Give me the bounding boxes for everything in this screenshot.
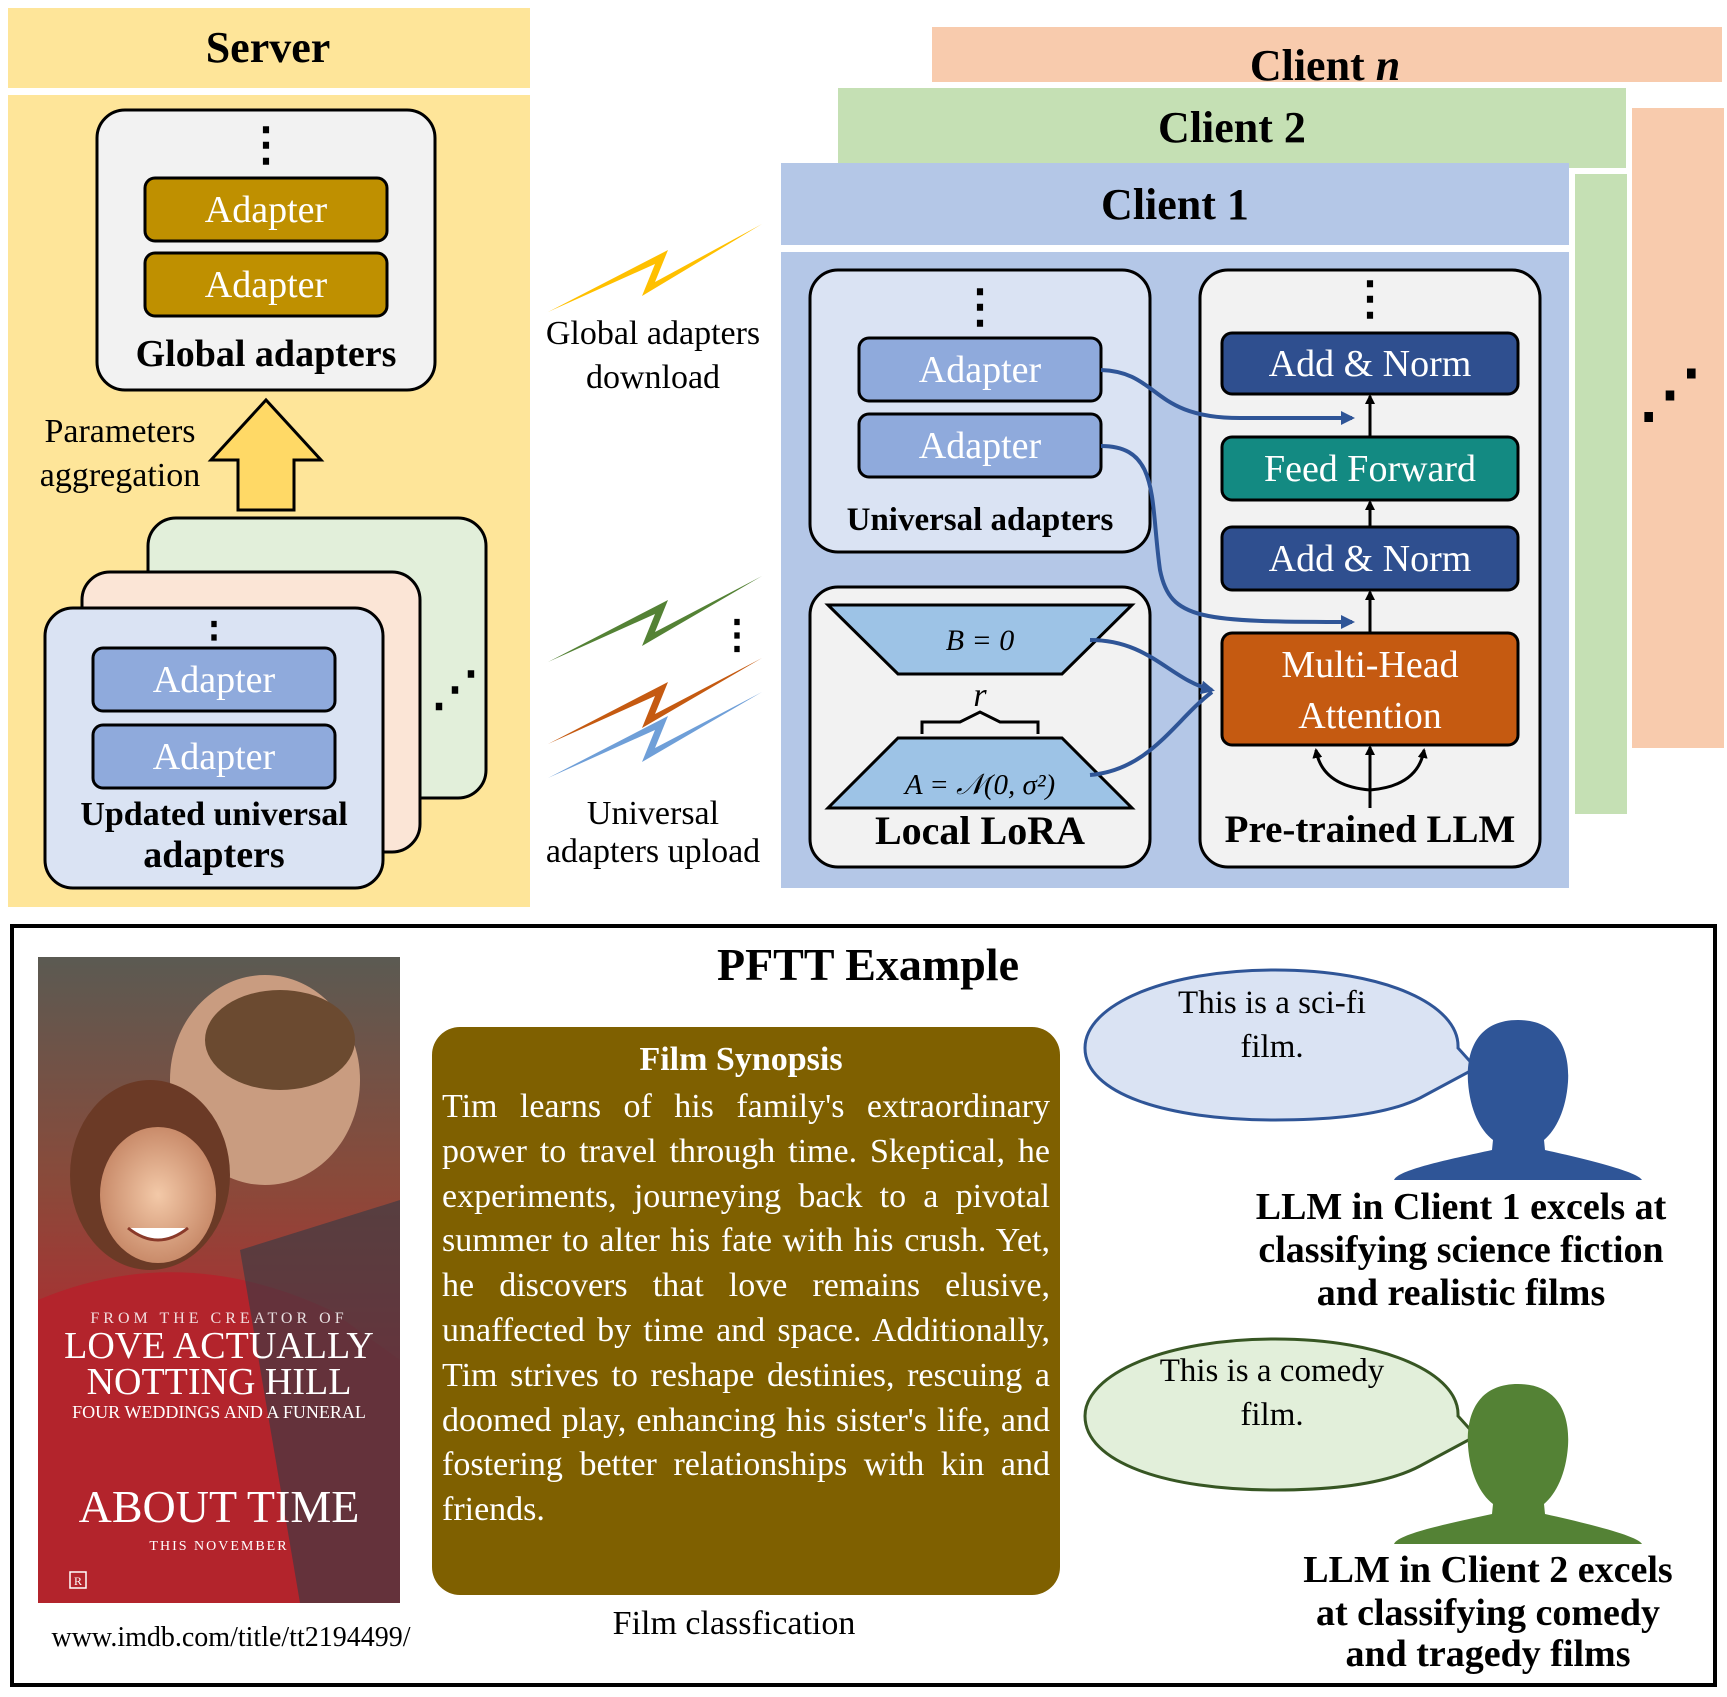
aggregation-label-line1: Parameters <box>44 413 195 450</box>
speech-bubble-1-line2: film. <box>1240 1029 1303 1065</box>
aggregation-arrow <box>207 397 325 512</box>
client-2-avatar-icon <box>1394 1384 1642 1544</box>
svg-text:ABOUT TIME: ABOUT TIME <box>79 1481 360 1532</box>
synopsis-box <box>432 1027 1060 1595</box>
client-2-caption-line3: and tragedy films <box>1346 1633 1631 1675</box>
connector-adapter1-to-addnorm <box>1100 368 1355 425</box>
svg-text:NOTTING HILL: NOTTING HILL <box>87 1361 352 1403</box>
updated-cards-more: ⋰ <box>431 663 479 716</box>
movie-poster-image: FROM THE CREATOR OF LOVE ACTUALLY NOTTIN… <box>38 957 400 1603</box>
feed-forward-label: Feed Forward <box>1264 448 1476 490</box>
server-title-bar <box>8 8 530 88</box>
task-label: Film classfication <box>613 1605 856 1642</box>
upload-lightning-orange-icon <box>548 658 762 744</box>
connector-lora-b-to-mha <box>1089 638 1215 695</box>
universal-adapters-label: Universal adapters <box>847 502 1114 538</box>
svg-text:LOVE ACTUALLY: LOVE ACTUALLY <box>64 1325 374 1367</box>
synopsis-title: Film Synopsis <box>639 1041 842 1078</box>
universal-adapter-1 <box>857 336 1103 403</box>
client-1-caption-line1: LLM in Client 1 excels at <box>1256 1186 1667 1228</box>
global-adapters-label: Global adapters <box>136 333 397 375</box>
speech-bubble-2 <box>1083 1337 1479 1492</box>
client-n-panel <box>1632 108 1724 748</box>
upload-label-line2: adapters upload <box>546 833 760 870</box>
synopsis-text: Tim learns of his family's extraordinary… <box>442 1088 1050 1529</box>
client-2-title: Client 2 <box>1158 103 1306 152</box>
updated-adapter-1 <box>91 646 337 713</box>
arrow-input-left-branch <box>1312 748 1371 792</box>
universal-adapters-ellipsis: ⋮ <box>957 281 1003 332</box>
global-adapter-1 <box>143 176 389 243</box>
svg-text:R: R <box>74 1574 82 1588</box>
global-adapter-1-label: Adapter <box>205 189 328 231</box>
lora-a-matrix <box>824 736 1136 810</box>
arrow-input-right-branch <box>1369 748 1428 792</box>
server-title: Server <box>206 23 331 72</box>
connector-lora-a-to-mha <box>1089 690 1214 777</box>
client-2-title-bar <box>838 88 1626 168</box>
client-n-title-var: n <box>1376 41 1400 90</box>
pretrained-llm-label: Pre-trained LLM <box>1225 808 1516 851</box>
client-1-title-bar <box>781 163 1569 245</box>
lora-b-matrix <box>824 603 1136 676</box>
lora-a-label: A = 𝒩(0, σ²) <box>903 769 1055 801</box>
upload-lightning-blue-icon <box>548 692 762 778</box>
example-title: PFTT Example <box>717 939 1019 990</box>
connector-adapter2-to-mha-input <box>1100 444 1355 629</box>
download-lightning-icon <box>548 224 762 312</box>
mha-label-line1: Multi-Head <box>1281 644 1458 686</box>
global-adapter-2 <box>143 251 389 318</box>
updated-adapter-2-label: Adapter <box>153 736 276 778</box>
clients-more: ⋰ <box>1638 358 1702 429</box>
svg-text:FOUR WEDDINGS AND A FUNERAL: FOUR WEDDINGS AND A FUNERAL <box>72 1402 366 1422</box>
client-1-title: Client 1 <box>1101 180 1249 229</box>
client-n-title: Client n <box>1250 41 1400 90</box>
updated-adapters-label-line2: adapters <box>143 834 284 876</box>
lora-b-label: B = 0 <box>946 624 1015 657</box>
universal-adapter-1-label: Adapter <box>919 349 1042 391</box>
speech-bubble-2-line2: film. <box>1240 1397 1303 1433</box>
updated-adapters-label-line1: Updated universal <box>80 796 347 833</box>
client-n-title-prefix: Client <box>1250 41 1376 90</box>
upload-label-line1: Universal <box>587 795 719 832</box>
download-label-line1: Global adapters <box>546 315 760 352</box>
client-2-caption-line2: at classifying comedy <box>1316 1592 1660 1634</box>
add-norm-top-label: Add & Norm <box>1269 343 1472 385</box>
mha-label-line2: Attention <box>1298 695 1442 737</box>
client-1-caption-line2: classifying science fiction <box>1258 1229 1663 1271</box>
llm-ellipsis: ⋮ <box>1347 273 1393 324</box>
client-2-caption-line1: LLM in Client 2 excels <box>1303 1549 1672 1591</box>
global-adapter-2-label: Adapter <box>205 264 328 306</box>
svg-text:THIS NOVEMBER: THIS NOVEMBER <box>149 1539 288 1554</box>
updated-adapter-2 <box>91 723 337 790</box>
lora-rank-label: r <box>973 677 987 714</box>
universal-adapter-2-label: Adapter <box>919 425 1042 467</box>
poster-url: www.imdb.com/title/tt2194499/ <box>51 1622 410 1653</box>
global-adapters-ellipsis: ⋮ <box>243 119 289 170</box>
updated-adapter-1-label: Adapter <box>153 659 276 701</box>
speech-bubble-1-line1: This is a sci-fi <box>1178 985 1366 1021</box>
lora-rank-brace <box>920 710 1040 734</box>
download-label-line2: download <box>586 359 720 396</box>
client-n-title-bar <box>932 27 1722 82</box>
speech-bubble-2-line1: This is a comedy <box>1160 1353 1385 1389</box>
upload-lightning-green-icon <box>548 576 762 662</box>
add-norm-bottom-label: Add & Norm <box>1269 538 1472 580</box>
upload-more-ellipsis: ⋮ <box>717 612 757 657</box>
aggregation-label-line2: aggregation <box>40 457 201 494</box>
speech-bubble-1 <box>1083 968 1479 1122</box>
local-lora-label: Local LoRA <box>875 808 1085 853</box>
svg-text:FROM THE CREATOR OF: FROM THE CREATOR OF <box>90 1310 347 1327</box>
client-1-caption-line3: and realistic films <box>1317 1272 1606 1314</box>
client-1-avatar-icon <box>1394 1020 1642 1180</box>
client-2-panel <box>1575 174 1627 814</box>
